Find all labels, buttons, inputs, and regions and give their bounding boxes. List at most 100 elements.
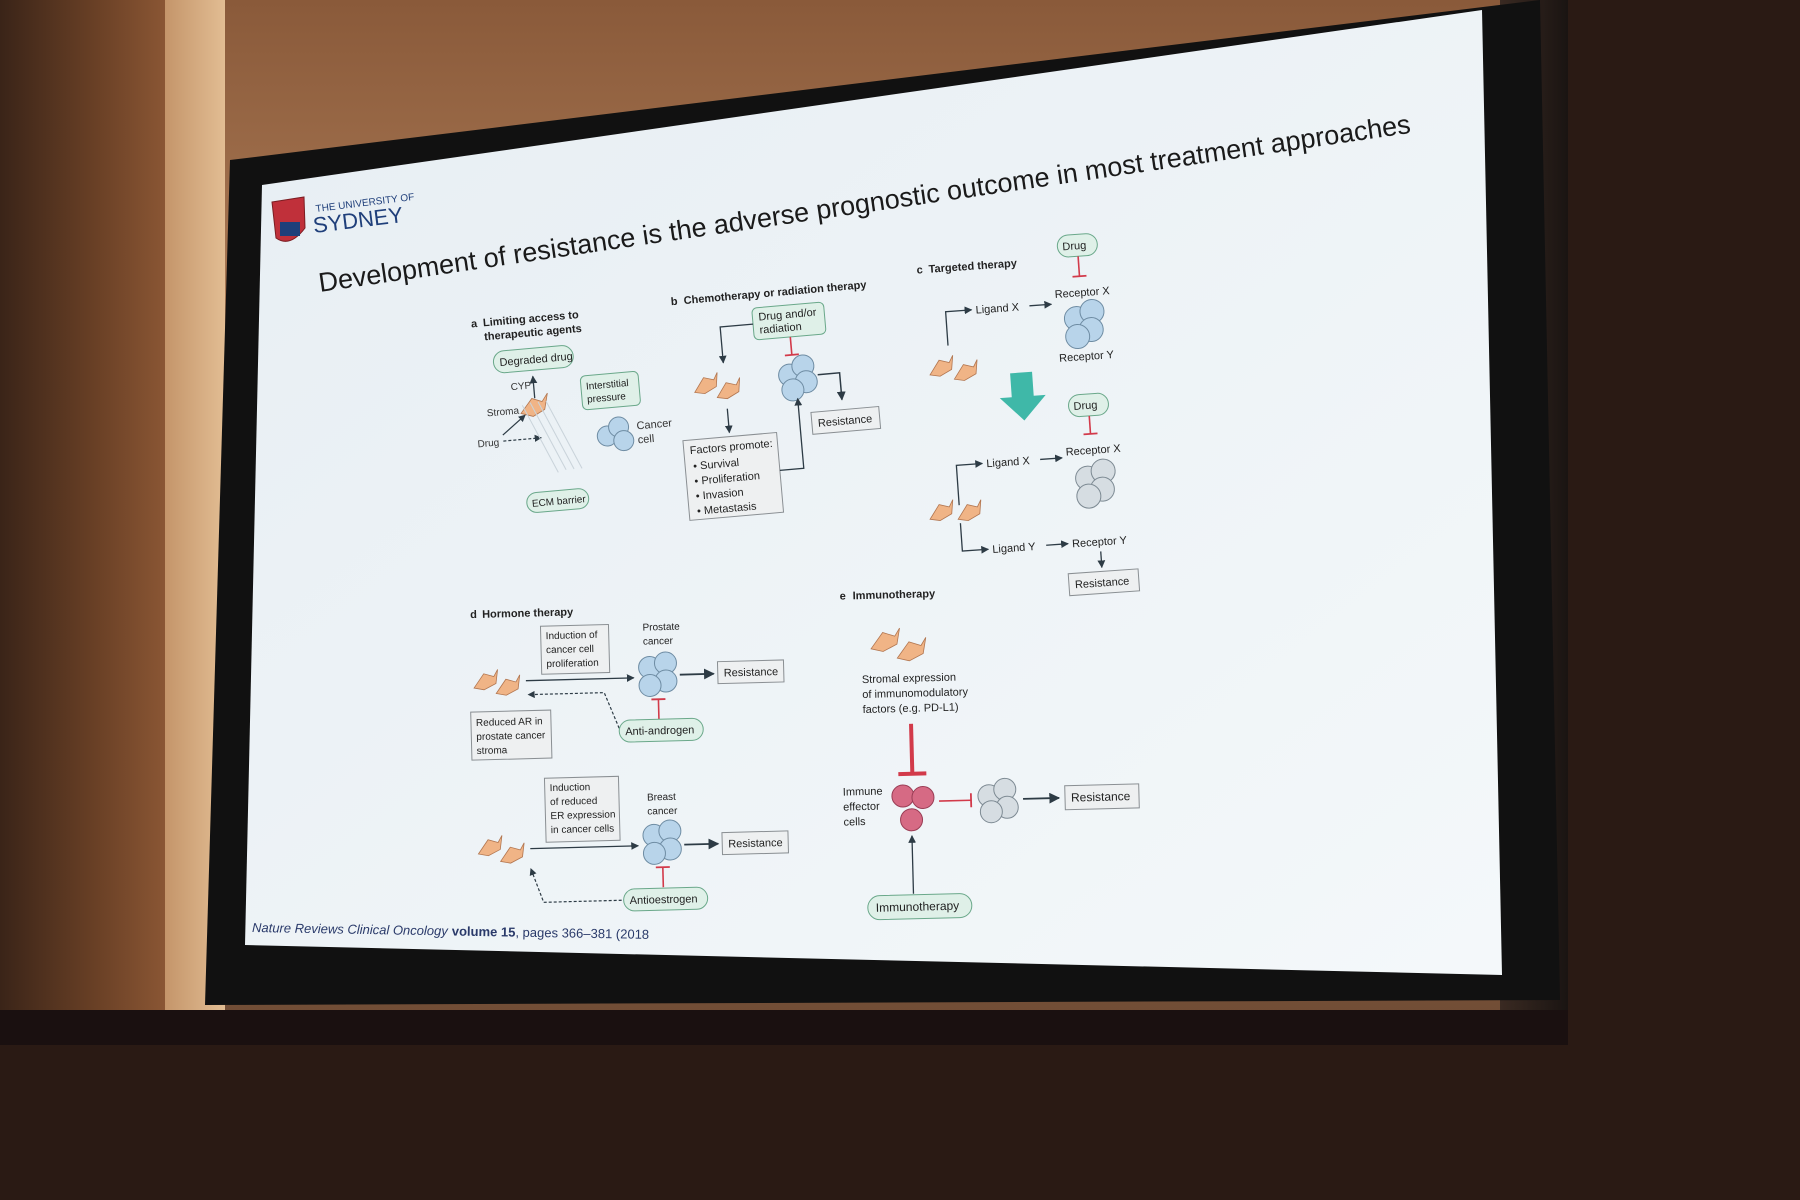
induction1-l3: proliferation — [546, 658, 599, 670]
induction1-l1: Induction of — [546, 630, 598, 642]
reduced-l1: Reduced AR in — [476, 716, 543, 729]
resistance-box-c — [1067, 568, 1141, 597]
induction-box-2 — [543, 775, 621, 843]
anti-androgen-label: Anti-androgen — [625, 724, 694, 738]
panel-e: e Immunotherapy Stromal expression of im… — [840, 588, 1140, 921]
ecm-label: ECM barrier — [532, 494, 587, 510]
panel-d: d Hormone therapy Induction of cancer ce… — [470, 606, 789, 912]
resistance-label-d2: Resistance — [728, 837, 783, 850]
breast-cell-cluster — [642, 819, 682, 865]
breast-l2: cancer — [647, 806, 678, 818]
stromal-l2: of immunomodulatory — [862, 686, 969, 701]
resistance-box-b — [810, 405, 882, 435]
drug-label-c1: Drug — [1062, 240, 1087, 254]
panel-a: a Limiting access to therapeutic agents … — [471, 309, 673, 513]
tumour-cell-cluster-e — [977, 777, 1019, 824]
cancer-cell-l1: Cancer — [636, 417, 673, 432]
ligand-x-1: Ligand X — [975, 302, 1020, 317]
panel-a-letter: a — [471, 318, 479, 331]
drug-label: Drug — [477, 437, 500, 450]
stroma-label: Stroma — [486, 406, 520, 420]
down-arrow-icon — [999, 371, 1046, 421]
anti-androgen-box — [618, 717, 704, 743]
cancer-cell-cluster-a — [596, 416, 635, 452]
stroma-cell-icon-b1 — [694, 372, 718, 395]
receptor-x-1: Receptor X — [1054, 285, 1110, 301]
panel-d-title: Hormone therapy — [482, 606, 574, 620]
projection-screen: THE UNIVERSITY OF SYDNEY Development of … — [205, 0, 1560, 1005]
panel-e-title: Immunotherapy — [853, 588, 937, 602]
stroma-cell-icon-d2 — [495, 674, 521, 696]
immunotherapy-box — [867, 893, 973, 921]
factor-3: • Invasion — [695, 487, 744, 503]
stroma-cell-icon-b2 — [716, 377, 741, 400]
citation-journal: Nature Reviews Clinical Oncology — [252, 920, 450, 938]
receptor-cell-cluster-c1 — [1063, 298, 1105, 350]
drug-radiation-l2: radiation — [759, 321, 802, 337]
ligand-x-2: Ligand X — [986, 455, 1031, 470]
panel-b: b Chemotherapy or radiation therapy Drug… — [670, 279, 882, 521]
ligand-y: Ligand Y — [992, 541, 1037, 556]
stroma-cell-icon-c4 — [957, 499, 982, 522]
panel-c: c Targeted therapy Drug Ligand X Recepto… — [916, 233, 1141, 597]
slide-surface — [245, 10, 1502, 975]
receptor-cell-cluster-c2 — [1075, 458, 1116, 509]
stromal-l1: Stromal expression — [862, 672, 956, 686]
cancer-cell-cluster-b — [778, 354, 818, 402]
stroma-cell-icon-c3 — [929, 499, 954, 521]
panel-b-letter: b — [670, 296, 678, 309]
stroma-cell-icon — [520, 392, 548, 417]
factor-2: • Proliferation — [694, 470, 760, 488]
drug-label-c2: Drug — [1073, 399, 1098, 413]
resistance-label-d1: Resistance — [724, 666, 779, 679]
prostate-cell-cluster — [638, 651, 678, 697]
resistance-label-e: Resistance — [1071, 789, 1131, 805]
degraded-drug-box — [492, 345, 574, 374]
interstitial-l2: pressure — [587, 391, 627, 405]
stroma-cell-icon-d3 — [477, 835, 503, 857]
panel-c-letter: c — [916, 264, 923, 276]
cyp-label: CYP — [510, 380, 532, 393]
induction2-l2: of reduced — [550, 796, 598, 808]
factor-4: • Metastasis — [697, 501, 758, 518]
resistance-label-c: Resistance — [1075, 576, 1130, 592]
drug-radiation-l1: Drug and/or — [758, 307, 817, 324]
stroma-cell-icon-e2 — [896, 637, 927, 662]
induction2-l1: Induction — [550, 782, 591, 794]
stroma-cell-icon-d1 — [473, 669, 498, 691]
reduced-l3: stroma — [477, 745, 508, 757]
resistance-label-b: Resistance — [817, 413, 872, 430]
induction-box-1 — [539, 624, 611, 675]
reduced-ar-box — [470, 709, 553, 761]
stroma-cell-icon-d4 — [499, 842, 525, 864]
antiestrogen-box — [623, 886, 709, 912]
antiestrogen-label: Antioestrogen — [630, 893, 698, 907]
immune-l3: cells — [843, 816, 866, 829]
floor — [0, 1010, 1568, 1045]
stromal-l3: factors (e.g. PD-L1) — [862, 702, 958, 717]
interstitial-box — [579, 371, 641, 411]
interstitial-l1: Interstitial — [586, 378, 630, 393]
citation-pages: , pages 366–381 (2018 — [515, 925, 649, 942]
factors-box — [682, 431, 785, 521]
receptor-y-2: Receptor Y — [1072, 535, 1128, 551]
breast-l1: Breast — [647, 792, 676, 804]
induction2-l4: in cancer cells — [551, 823, 615, 836]
induction1-l2: cancer cell — [546, 644, 594, 656]
resistance-box-d2 — [721, 830, 789, 856]
citation-volume: volume 15 — [452, 923, 516, 939]
stroma-cell-icon-c2 — [953, 359, 978, 381]
induction2-l3: ER expression — [550, 809, 615, 822]
factor-1: • Survival — [693, 457, 740, 473]
immune-l2: effector — [843, 801, 880, 814]
ecm-box — [526, 488, 590, 513]
immunotherapy-label: Immunotherapy — [876, 899, 960, 915]
receptor-y-1: Receptor Y — [1059, 349, 1115, 365]
reduced-l2: prostate cancer — [476, 730, 546, 743]
receptor-x-2: Receptor X — [1065, 443, 1121, 459]
wood-panel-left — [0, 0, 165, 1045]
resistance-box-d1 — [716, 659, 785, 685]
stroma-cell-icon-c1 — [929, 355, 954, 377]
